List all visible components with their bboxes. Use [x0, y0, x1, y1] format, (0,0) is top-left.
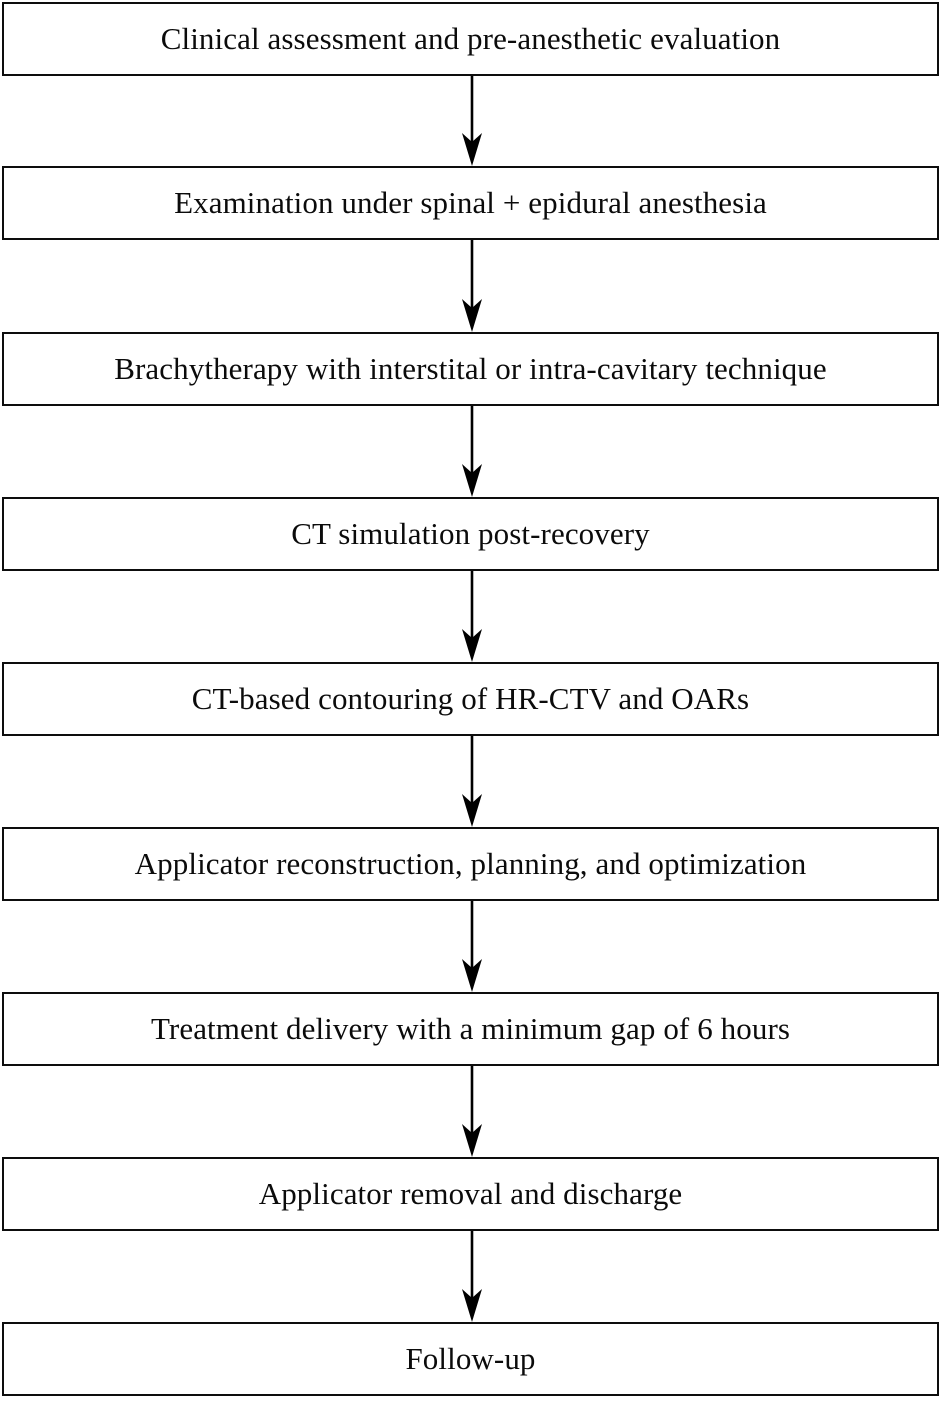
flow-node-step-1[interactable]: Clinical assessment and pre-anesthetic e…: [2, 2, 939, 76]
flow-node-label: Follow-up: [405, 1340, 536, 1376]
flow-node-label: Brachytherapy with interstital or intra-…: [114, 350, 827, 386]
flow-node-label: Examination under spinal + epidural anes…: [174, 184, 767, 220]
flow-connector-arrow-4: [0, 571, 945, 662]
flow-node-step-2[interactable]: Examination under spinal + epidural anes…: [2, 166, 939, 240]
flow-connector-arrow-5: [0, 736, 945, 827]
flow-node-step-8[interactable]: Applicator removal and discharge: [2, 1157, 939, 1231]
flow-node-label: Treatment delivery with a minimum gap of…: [150, 1010, 791, 1046]
flow-node-label: Applicator reconstruction, planning, and…: [134, 845, 807, 881]
flow-node-label: Clinical assessment and pre-anesthetic e…: [160, 20, 781, 56]
flow-connector-arrow-6: [0, 901, 945, 992]
flow-node-label: CT-based contouring of HR-CTV and OARs: [191, 680, 750, 716]
flow-connector-arrow-8: [0, 1231, 945, 1322]
flow-connector-arrow-7: [0, 1066, 945, 1157]
flow-connector-arrow-3: [0, 406, 945, 497]
flow-connector-arrow-2: [0, 240, 945, 332]
flow-node-step-9[interactable]: Follow-up: [2, 1322, 939, 1396]
flow-node-label: Applicator removal and discharge: [258, 1175, 683, 1211]
flow-node-step-4[interactable]: CT simulation post-recovery: [2, 497, 939, 571]
flow-node-step-6[interactable]: Applicator reconstruction, planning, and…: [2, 827, 939, 901]
flow-node-step-5[interactable]: CT-based contouring of HR-CTV and OARs: [2, 662, 939, 736]
flow-node-step-7[interactable]: Treatment delivery with a minimum gap of…: [2, 992, 939, 1066]
flow-connector-arrow-1: [0, 76, 945, 166]
flow-node-label: CT simulation post-recovery: [291, 515, 650, 551]
flow-node-step-3[interactable]: Brachytherapy with interstital or intra-…: [2, 332, 939, 406]
